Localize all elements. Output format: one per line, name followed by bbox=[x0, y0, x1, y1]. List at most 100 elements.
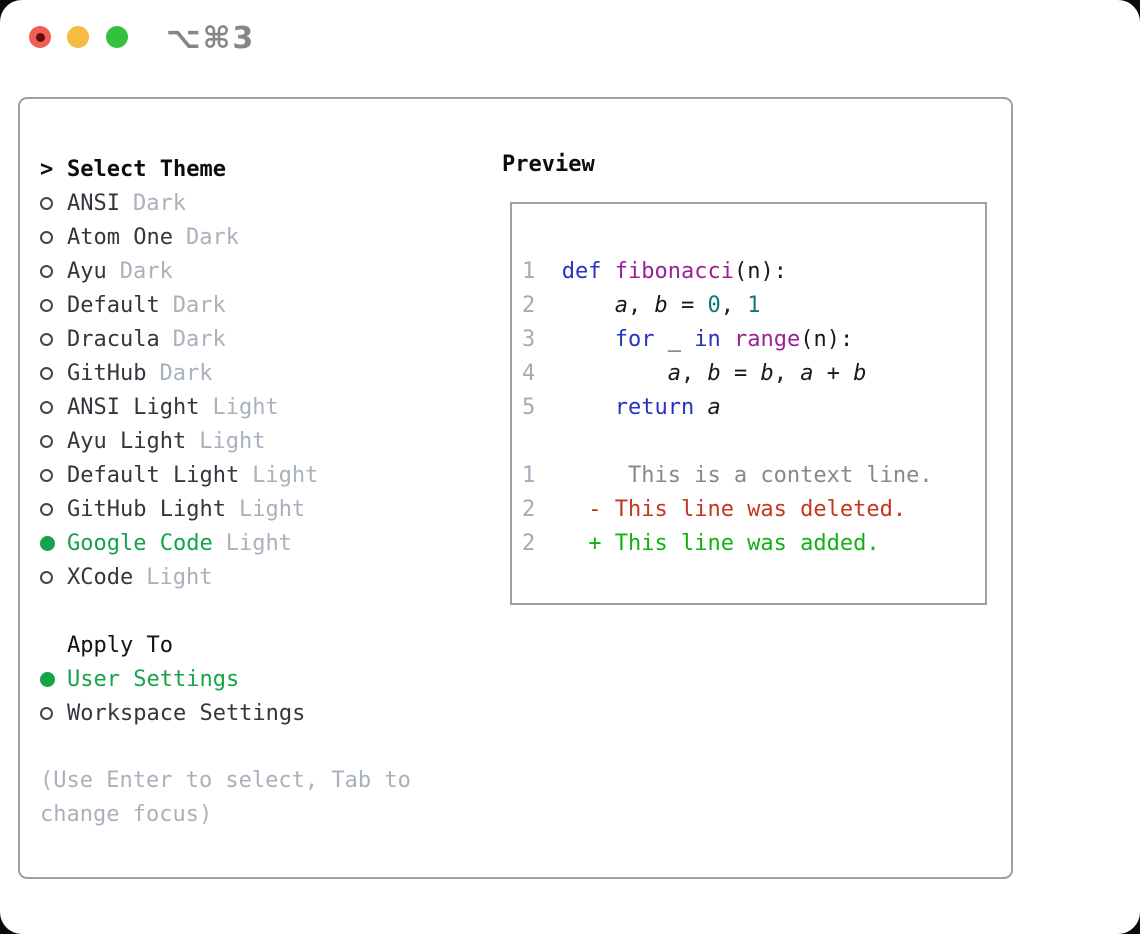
theme-name: Ayu bbox=[67, 258, 107, 284]
code-segment-del: - This line was deleted. bbox=[561, 497, 907, 522]
code-segment-var: b bbox=[853, 361, 867, 386]
theme-variant-tag: Light bbox=[238, 496, 306, 522]
preview-line: 1 def fibonacci(n): bbox=[522, 255, 985, 289]
select-theme-header: > Select Theme bbox=[40, 152, 454, 186]
theme-option[interactable]: Ayu Dark bbox=[40, 254, 454, 288]
apply-to-option[interactable]: Workspace Settings bbox=[40, 696, 454, 730]
preview-line: 4 a, b = b, a + b bbox=[522, 357, 985, 391]
preview-line: 2 + This line was added. bbox=[522, 527, 985, 561]
code-segment-pl: = bbox=[720, 361, 761, 386]
theme-option[interactable]: ANSI Dark bbox=[40, 186, 454, 220]
theme-name: ANSI bbox=[67, 190, 120, 216]
apply-to-title: Apply To bbox=[67, 632, 173, 658]
code-segment-ln: 1 bbox=[522, 463, 562, 488]
radio-icon bbox=[40, 264, 53, 278]
bullet-wrap bbox=[40, 468, 67, 482]
radio-icon bbox=[40, 434, 53, 448]
theme-variant-tag: Dark bbox=[132, 190, 186, 216]
code-segment-num: 1 bbox=[747, 293, 761, 318]
code-segment-pl: = bbox=[667, 293, 708, 318]
theme-option[interactable]: GitHub Light Light bbox=[40, 492, 454, 526]
code-segment-ln: 3 bbox=[522, 327, 562, 352]
preview-line: 2 - This line was deleted. bbox=[522, 493, 985, 527]
bullet-wrap bbox=[40, 264, 67, 278]
apply-to-option[interactable]: User Settings bbox=[40, 662, 454, 696]
preview-title: Preview bbox=[502, 152, 595, 177]
code-segment-pl bbox=[562, 361, 668, 386]
code-segment-kw: def bbox=[561, 259, 615, 284]
theme-name: XCode bbox=[67, 564, 134, 590]
theme-name: ANSI Light bbox=[67, 394, 200, 420]
theme-variant-tag: Dark bbox=[172, 292, 226, 318]
close-button[interactable] bbox=[29, 26, 51, 48]
code-segment-pl: (n): bbox=[733, 259, 787, 284]
theme-variant-tag: Light bbox=[225, 530, 292, 556]
theme-name: Atom One bbox=[67, 224, 173, 250]
code-segment-add: + This line was added. bbox=[561, 531, 880, 556]
code-segment-var: b bbox=[760, 361, 774, 386]
bullet-wrap bbox=[40, 502, 67, 516]
theme-name: GitHub Light bbox=[67, 496, 226, 522]
code-segment-kw: for bbox=[614, 327, 655, 352]
bullet-wrap bbox=[40, 706, 67, 720]
zoom-button[interactable] bbox=[106, 26, 128, 48]
bullet-wrap bbox=[40, 332, 67, 346]
radio-icon bbox=[40, 230, 53, 244]
theme-name: Dracula bbox=[67, 326, 160, 352]
code-segment-ln: 1 bbox=[522, 259, 562, 284]
bullet-wrap bbox=[40, 434, 67, 448]
theme-variant-tag: Light bbox=[252, 462, 319, 488]
radio-icon bbox=[40, 400, 53, 414]
code-segment-fn: fibonacci bbox=[614, 259, 734, 284]
spacer bbox=[40, 730, 454, 764]
window-shortcut-label: ⌥⌘3 bbox=[166, 21, 256, 56]
preview-line: 3 for _ in range(n): bbox=[522, 323, 985, 357]
code-segment-var: b bbox=[707, 361, 721, 386]
preview-line: 5 return a bbox=[522, 391, 985, 425]
code-segment-var: b bbox=[654, 293, 668, 318]
code-segment-ln: 4 bbox=[522, 361, 562, 386]
code-segment-pl bbox=[694, 395, 707, 420]
code-segment-ln: 2 bbox=[522, 531, 562, 556]
code-segment-pl bbox=[562, 395, 615, 420]
theme-option[interactable]: Default Light Light bbox=[40, 458, 454, 492]
preview-line: 1 This is a context line. bbox=[522, 459, 985, 493]
code-segment-pl bbox=[562, 293, 615, 318]
code-segment-num: 0 bbox=[707, 293, 721, 318]
code-segment-pl: , bbox=[773, 361, 801, 386]
code-segment-kw: in bbox=[694, 327, 721, 352]
code-segment-ln: 2 bbox=[522, 293, 562, 318]
theme-name: Default Light bbox=[67, 462, 240, 488]
theme-variant-tag: Light bbox=[199, 428, 266, 454]
radio-icon bbox=[40, 366, 53, 380]
code-segment-pl: + bbox=[813, 361, 854, 386]
theme-variant-tag: Dark bbox=[172, 326, 226, 352]
minimize-button[interactable] bbox=[67, 26, 89, 48]
code-segment-pl: (n): bbox=[800, 327, 854, 352]
code-segment-pl: , bbox=[680, 361, 708, 386]
bullet-wrap bbox=[40, 230, 67, 244]
theme-option[interactable]: Dracula Dark bbox=[40, 322, 454, 356]
bullet-wrap bbox=[40, 671, 67, 687]
code-segment-pl: _ bbox=[654, 327, 695, 352]
code-segment-var: a bbox=[614, 293, 628, 318]
bullet-wrap bbox=[40, 196, 67, 210]
apply-to-name: Workspace Settings bbox=[67, 700, 306, 726]
select-theme-title: Select Theme bbox=[67, 156, 226, 182]
theme-variant-tag: Dark bbox=[119, 258, 173, 284]
radio-icon bbox=[40, 570, 53, 584]
code-segment-var: a bbox=[800, 361, 814, 386]
code-segment-ctx: This is a context line. bbox=[561, 463, 933, 488]
code-segment-ln: 2 bbox=[522, 497, 562, 522]
